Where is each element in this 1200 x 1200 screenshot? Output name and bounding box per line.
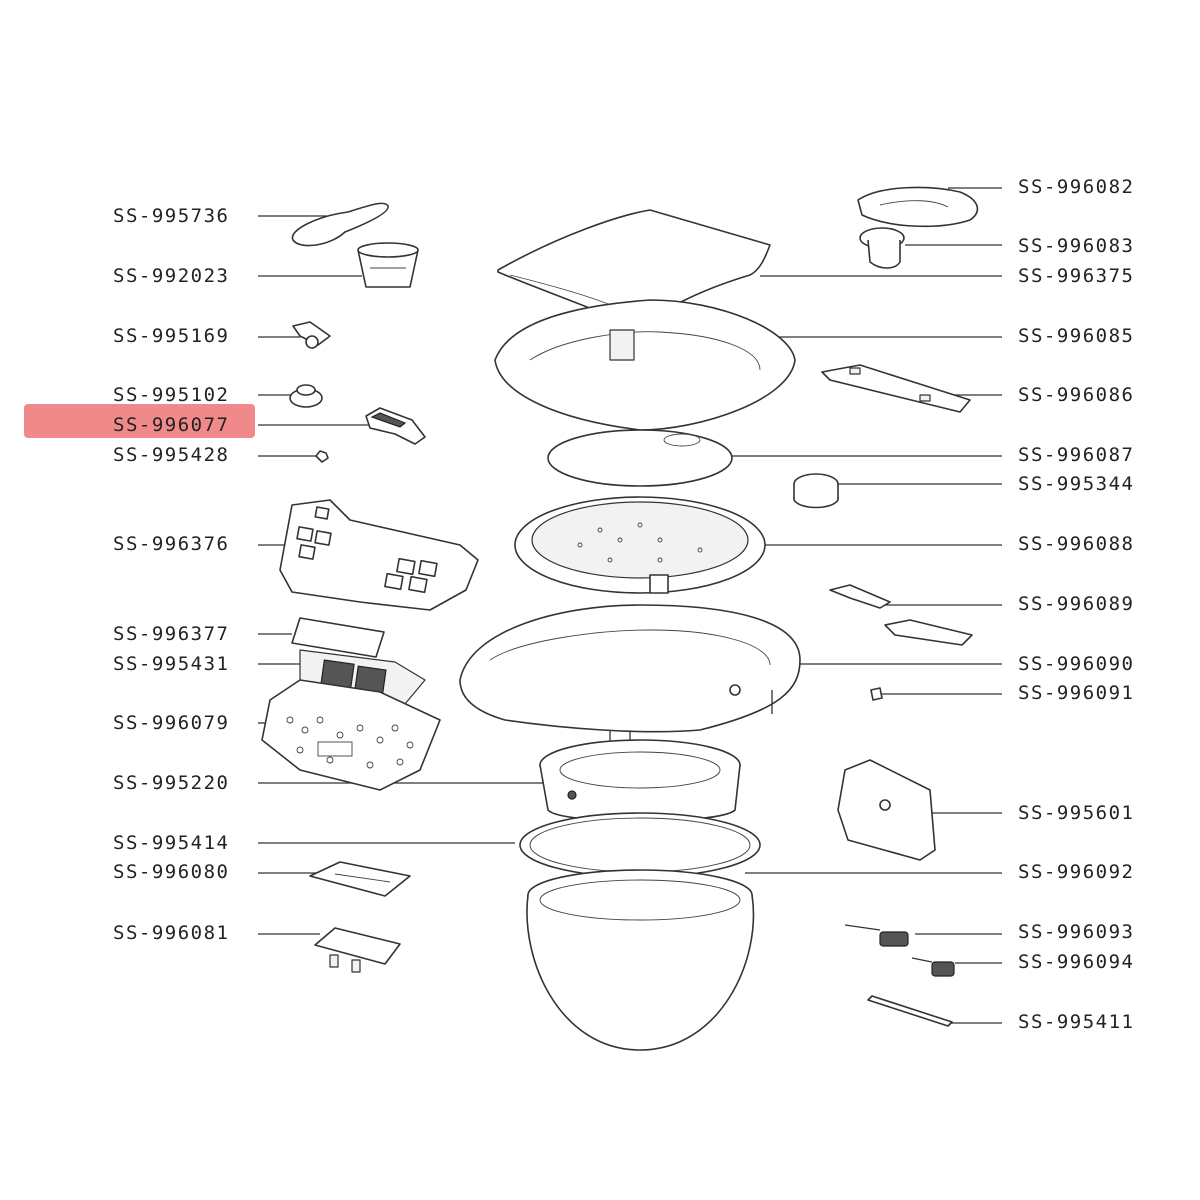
measuring-cup: [357, 242, 419, 288]
lever-996089: [829, 584, 891, 609]
part-label-996093[interactable]: SS-996093: [1018, 921, 1135, 943]
rice-spoon: [291, 202, 389, 247]
steam-valve-996083: [859, 227, 905, 269]
part-label-995601[interactable]: SS-995601: [1018, 802, 1135, 824]
part-label-996090[interactable]: SS-996090: [1018, 653, 1135, 675]
part-label-996089[interactable]: SS-996089: [1018, 593, 1135, 615]
part-label-996088[interactable]: SS-996088: [1018, 533, 1135, 555]
part-label-995428[interactable]: SS-995428: [113, 444, 230, 466]
latch-part-996077: [365, 407, 426, 445]
control-panel-cover-996376: [279, 499, 479, 611]
leader-lines-left: [258, 215, 546, 935]
part-label-996082[interactable]: SS-996082: [1018, 176, 1135, 198]
part-label-996086[interactable]: SS-996086: [1018, 384, 1135, 406]
part-label-996077[interactable]: SS-996077: [113, 414, 230, 436]
steam-valve-cover-996082: [857, 186, 979, 228]
pcb-board-996079: [261, 679, 441, 791]
part-label-995431[interactable]: SS-995431: [113, 653, 230, 675]
ring-995414: [519, 812, 761, 878]
heating-plate-995220: [539, 739, 741, 822]
part-label-995736[interactable]: SS-995736: [113, 205, 230, 227]
gasket-ring-995344: [793, 473, 839, 509]
part-label-996375[interactable]: SS-996375: [1018, 265, 1135, 287]
part-label-995220[interactable]: SS-995220: [113, 772, 230, 794]
part-label-996079[interactable]: SS-996079: [113, 712, 230, 734]
spring-995428: [315, 450, 329, 463]
rod-995411: [867, 995, 953, 1027]
part-label-996092[interactable]: SS-996092: [1018, 861, 1135, 883]
leader-lines-right: [720, 187, 1002, 1024]
inner-lid-996088: [514, 496, 766, 594]
clip-part-995169: [292, 321, 331, 349]
plate-996080: [309, 861, 411, 897]
valve-cap-995102: [289, 384, 323, 408]
part-label-995411[interactable]: SS-995411: [1018, 1011, 1135, 1033]
bracket-996089b: [884, 619, 973, 646]
part-label-996376[interactable]: SS-996376: [113, 533, 230, 555]
upper-housing-996085: [494, 299, 796, 431]
side-handle-995601: [837, 759, 936, 861]
membrane-sheet-996377: [291, 617, 385, 658]
part-label-995102[interactable]: SS-995102: [113, 384, 230, 406]
part-label-996087[interactable]: SS-996087: [1018, 444, 1135, 466]
seal-ring-996087: [547, 429, 733, 487]
main-body-996090: [459, 604, 801, 752]
spring-996093: [844, 924, 909, 947]
part-label-996080[interactable]: SS-996080: [113, 861, 230, 883]
small-clip-996091: [870, 687, 883, 701]
part-label-996085[interactable]: SS-996085: [1018, 325, 1135, 347]
inner-pot-996092: [526, 869, 755, 1051]
part-label-996091[interactable]: SS-996091: [1018, 682, 1135, 704]
part-label-996377[interactable]: SS-996377: [113, 623, 230, 645]
part-label-996094[interactable]: SS-996094: [1018, 951, 1135, 973]
part-label-995169[interactable]: SS-995169: [113, 325, 230, 347]
part-label-995414[interactable]: SS-995414: [113, 832, 230, 854]
part-label-995344[interactable]: SS-995344: [1018, 473, 1135, 495]
part-label-992023[interactable]: SS-992023: [113, 265, 230, 287]
part-label-996083[interactable]: SS-996083: [1018, 235, 1135, 257]
spring-996094: [911, 957, 955, 977]
hinge-bar-996086: [821, 364, 971, 413]
selected-part-highlight: [24, 404, 255, 438]
board-996081: [314, 927, 401, 973]
part-label-996081[interactable]: SS-996081: [113, 922, 230, 944]
